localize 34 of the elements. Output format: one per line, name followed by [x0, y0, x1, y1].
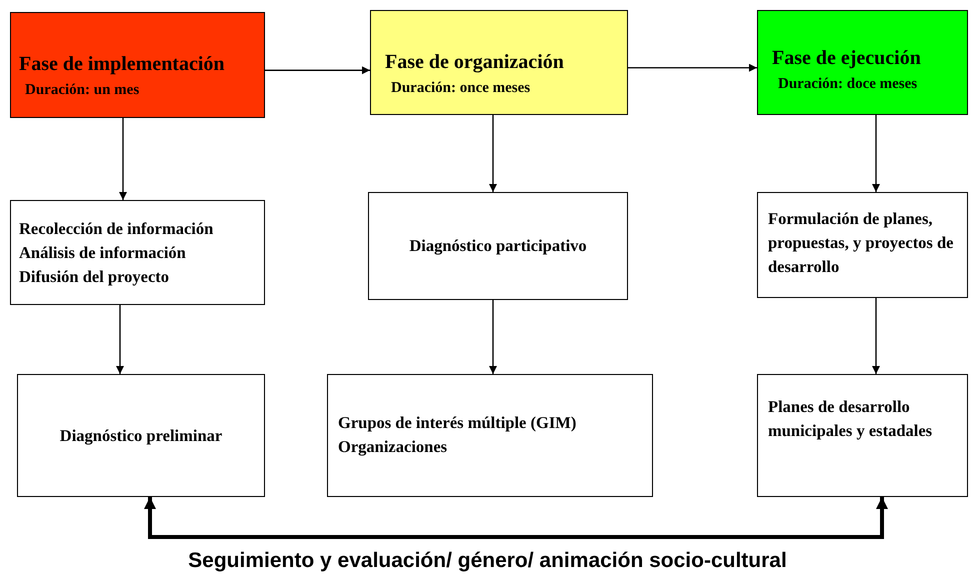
arrow	[489, 115, 497, 192]
phase-title: Fase de ejecución	[772, 47, 921, 70]
duration-text: Duración: un mes	[24, 82, 140, 99]
process-box	[17, 374, 265, 497]
process-box	[368, 192, 628, 300]
arrow	[265, 66, 370, 74]
phase-box	[370, 10, 628, 115]
duration-text: Duración: once meses	[390, 80, 530, 97]
box-text: Difusión del proyecto	[19, 266, 170, 288]
box-text: Análisis de información	[19, 242, 186, 264]
box-text: Recolección de información	[19, 218, 214, 240]
process-box	[757, 192, 968, 298]
arrow	[489, 300, 497, 374]
arrow	[872, 298, 880, 374]
caption-text: Seguimiento y evaluación/ género/ animación socio-cultural	[187, 549, 788, 573]
box-text: Organizaciones	[338, 436, 448, 458]
process-box	[10, 200, 265, 305]
process-box	[327, 374, 653, 497]
arrow	[628, 64, 757, 72]
feedback-arrow	[144, 497, 888, 539]
box-text: Grupos de interés múltiple (GIM)	[338, 412, 576, 434]
arrow	[119, 118, 127, 200]
box-text: Diagnóstico participativo	[409, 235, 587, 257]
process-box	[757, 374, 968, 497]
phase-title: Fase de implementación	[19, 53, 225, 76]
box-text: Formulación de planes, propuestas, y proyectos de desarrollo	[768, 208, 954, 278]
duration-text: Duración: doce meses	[777, 76, 918, 93]
phase-title: Fase de organización	[385, 51, 564, 74]
box-text: Diagnóstico preliminar	[60, 424, 222, 447]
arrow	[116, 305, 124, 374]
box-text: Planes de desarrollo municipales y estadales	[768, 396, 934, 442]
phase-box	[10, 12, 265, 118]
arrow	[872, 115, 880, 192]
phase-box	[757, 10, 968, 115]
